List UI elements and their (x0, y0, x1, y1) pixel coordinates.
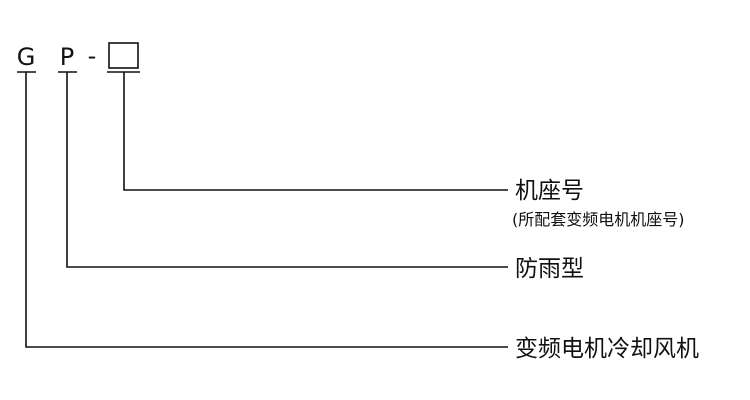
label-fan: 变频电机冷却风机 (515, 336, 699, 362)
code-letter-g: G (17, 43, 36, 71)
label-frame-number: 机座号 (515, 178, 584, 204)
connector-fan (17, 71, 508, 348)
code-letter-p: P (60, 43, 74, 71)
frame-number-box (108, 42, 139, 69)
connector-frame-number (107, 71, 508, 191)
code-separator: - (88, 42, 97, 70)
connector-rainproof (58, 71, 508, 268)
label-rainproof: 防雨型 (515, 256, 584, 282)
label-frame-number-note: (所配套变频电机机座号) (512, 210, 685, 229)
